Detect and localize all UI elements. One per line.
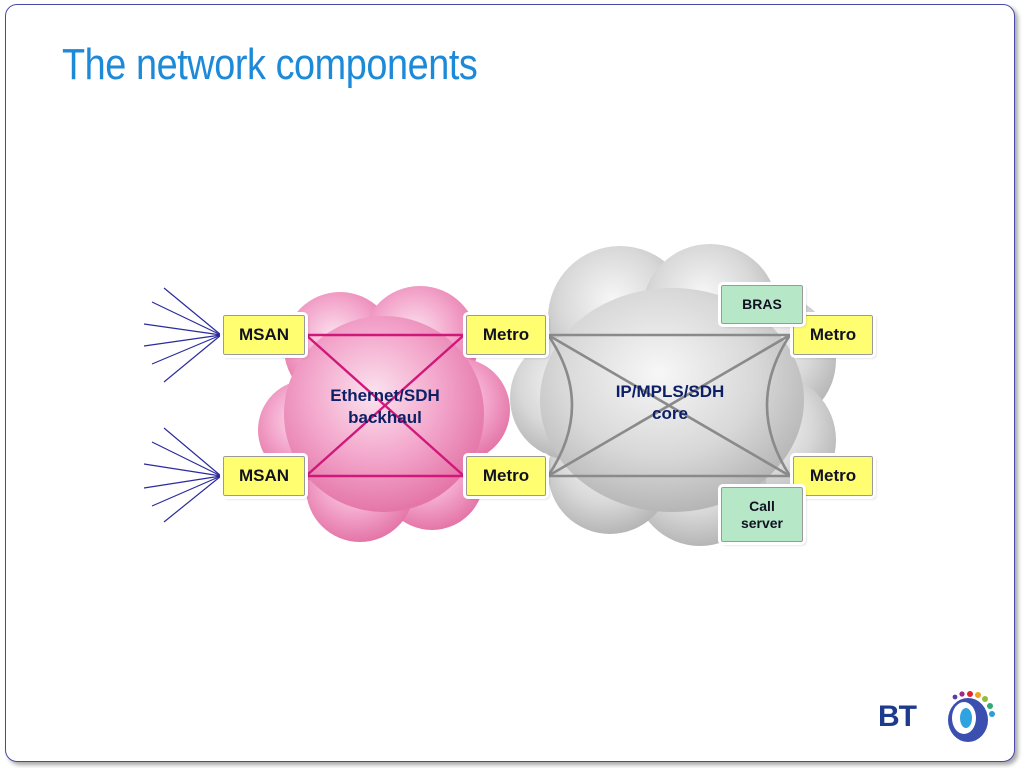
bt-logo: BT	[878, 686, 1002, 746]
slide-frame	[5, 4, 1015, 762]
backhaul-links	[305, 333, 465, 478]
core-metro-node-bottom: Metro	[790, 453, 876, 499]
bt-piper-globe-icon	[948, 691, 995, 742]
backhaul-metro-node-bottom: Metro	[463, 453, 549, 499]
backhaul-cloud	[258, 286, 510, 542]
backhaul-cloud-label: Ethernet/SDH backhaul	[330, 386, 440, 428]
backhaul-metro-node-top: Metro	[463, 312, 549, 358]
msan-node-bottom: MSAN	[220, 453, 308, 499]
page-title: The network components	[62, 40, 478, 89]
core-cloud-label: IP/MPLS/SDH core	[615, 382, 725, 424]
core-metro-node-top: Metro	[790, 312, 876, 358]
core-links	[546, 333, 792, 478]
bt-logo-text: BT	[878, 700, 917, 733]
call-server-node: Call server	[718, 484, 806, 545]
msan-node-top: MSAN	[220, 312, 308, 358]
bras-node: BRAS	[718, 282, 806, 327]
access-fan-bottom	[143, 427, 222, 523]
access-fan-top	[143, 287, 222, 383]
